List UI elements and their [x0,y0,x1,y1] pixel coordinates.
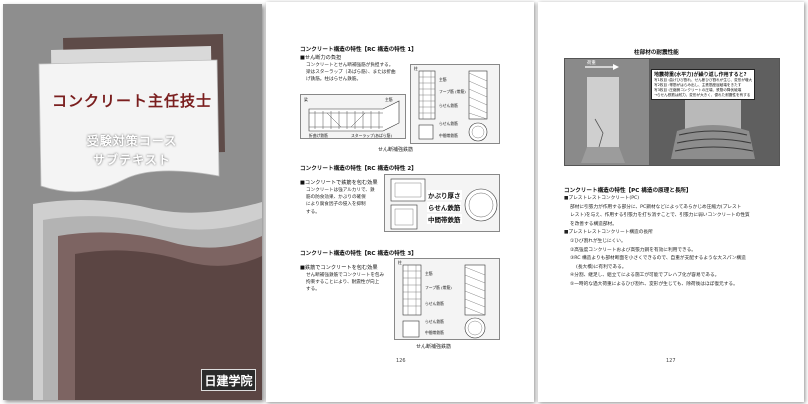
callout-line-4: →らせん鉄筋は耐力、変形が大きく、優れた耐震性を有する [654,93,751,97]
pc-item-4: を改善する構造部材。 [570,221,617,227]
cover-subtitle-line1: 受験対策コース [86,134,178,148]
callout-line-2: 写2枚目 :帯筋がはらみ出し、主鉄筋座屈破壊をきたす [654,83,742,87]
label-hoop-3: フープ筋 (帯筋) [425,285,452,290]
section-heading-rc1: コンクリート構造の特性【RC 構造の特性 1】 [300,47,417,53]
page-126: コンクリート構造の特性【RC 構造の特性 1】 ■せん断力の負担 コンクリートと… [266,2,534,402]
pc-item-3: レスト)を与え、作用する引張力を打ち消すことで、引張力に弱いコンクリートの性質 [570,213,750,219]
cover-subtitle-line2: サブテキスト [93,153,171,167]
cover-artwork [3,4,262,400]
column-reinforcement-diagram: 柱 主筋 フープ筋 (帯筋) らせん鉄筋 らせん鉄筋 中間帯鉄筋 [410,64,500,144]
pc-item-7: ②高強度コンクリートおよび高張力鋼を有効に利用できる。 [570,247,696,253]
callout-line-3: 写3枚目 :圧縮側コンクリートの圧壊、鉄筋の降伏破壊 [654,88,742,92]
beam-reinforcement-diagram: 梁 折曲げ鉄筋 スターラップ(あばら筋) 主筋 [300,94,406,139]
label-cover-thickness: かぶり厚さ [427,190,462,200]
pc-item-2: 部材に引張力が作用する部分に、PC鋼材などによってあらかじめ圧縮力(プレスト [570,204,742,210]
photo-title: 柱部材の耐震性能 [634,50,679,56]
pc-item-5: ■プレストレストコンクリート構造の長所 [564,230,653,236]
label-bent-bar: 折曲げ鉄筋 [309,133,328,138]
photo-load-label: 荷重 [587,61,596,66]
label-column: 柱 [414,66,418,71]
book-cover: コンクリート主任技士 受験対策コース サブテキスト 日建学院 [3,4,262,400]
pc-item-8: ③RC 構造よりも部材断面を小さくできるので、自重が支配するような大スパン構造 [570,256,746,262]
section-heading-rc3: コンクリート構造の特性【RC 構造の特性 3】 [300,251,417,257]
page-number-126: 126 [396,358,406,364]
pc-item-9: (長大橋)に有利である。 [576,264,627,270]
pc-item-10: ④分割、継足し、組立てによる施工が可能でプレハブ化が容易である。 [570,273,720,279]
label-middle-tie: 中間帯鉄筋 [439,133,458,138]
pc-item-1: ■プレストレストコンクリート(PC) [564,196,640,201]
section-body-rc3: せん断補強鉄筋でコンクリートを包み 拘束することにより、耐震性が向上 する。 [306,273,385,293]
label-beam: 梁 [304,97,308,102]
callout-title: 地震荷重(水平力)が繰り返し作用すると? [654,72,747,78]
cover-thickness-diagram: かぶり厚さ らせん鉄筋 中間帯鉄筋 [384,174,500,232]
label-spiral-bar-3: らせん鉄筋 [425,319,444,324]
label-main-bar: 主筋 [439,77,447,82]
section-bullet-rc2: ■コンクリートで鉄筋を包む効果 [300,180,378,186]
label-spiral-bar: らせん鉄筋 [439,121,458,126]
label-spiral-2: らせん鉄筋 [427,202,462,212]
callout-line-1: 写1枚目 :曲げひび割れ、せん断ひび割れが生じ、変形が増大 [654,78,753,82]
column-test-photos: 荷重 地震荷重(水平力)が繰り返し作用すると? 写1枚目 :曲げひび割れ、せん断… [564,58,780,166]
section-body-rc1: コンクリートとせん断補強筋が負担する。 梁はスターラップ（あばら筋）、または折曲… [306,63,396,83]
column-confinement-diagram: 柱 主筋 フープ筋 (帯筋) らせん鉄筋 らせん鉄筋 中間帯鉄筋 [394,258,500,340]
label-spiral-3: らせん鉄筋 [425,301,444,306]
label-main-bar-beam: 主筋 [385,97,393,102]
caption-shear-reinforcement-3: せん断補強鉄筋 [416,344,452,350]
label-middle-tie-2: 中間帯鉄筋 [427,214,462,224]
section-bullet-rc3: ■鉄筋でコンクリートを包む効果 [300,265,378,271]
section-body-rc2: コンクリートは強アルカリで、鉄 筋の防食効果、かぶりの確保 により腐食因子の侵入… [306,188,375,215]
page-127: 柱部材の耐震性能 荷重 [538,2,804,402]
cover-title: コンクリート主任技士 [51,92,212,110]
caption-shear-reinforcement-1: せん断補強鉄筋 [378,147,414,153]
label-main-bar-3: 主筋 [425,271,433,276]
page-number-127: 127 [666,358,676,364]
photo-callout: 地震荷重(水平力)が繰り返し作用すると? 写1枚目 :曲げひび割れ、せん断ひび割… [651,69,756,100]
pc-item-11: ⑤一時的な過大荷重によるひび割れ、変形が生じても、除荷後はほぼ復元する。 [570,281,738,287]
publisher-logo: 日建学院 [201,369,256,391]
label-column-3: 柱 [398,260,402,265]
pc-item-6: ①ひび割れが生じにくい。 [570,238,626,244]
section-heading-pc: コンクリート構造の特性【PC 構造の原理と長所】 [564,188,692,194]
label-middle-tie-3: 中間帯鉄筋 [425,330,444,335]
label-spiral: らせん鉄筋 [439,103,458,108]
label-hoop: フープ筋 (帯筋) [439,89,466,94]
section-heading-rc2: コンクリート構造の特性【RC 構造の特性 2】 [300,166,417,172]
section-bullet-rc1: ■せん断力の負担 [300,55,342,61]
section-body-pc: ■プレストレストコンクリート(PC) 部材に引張力が作用する部分に、PC鋼材など… [564,195,750,290]
label-stirrup: スターラップ(あばら筋) [351,133,392,138]
